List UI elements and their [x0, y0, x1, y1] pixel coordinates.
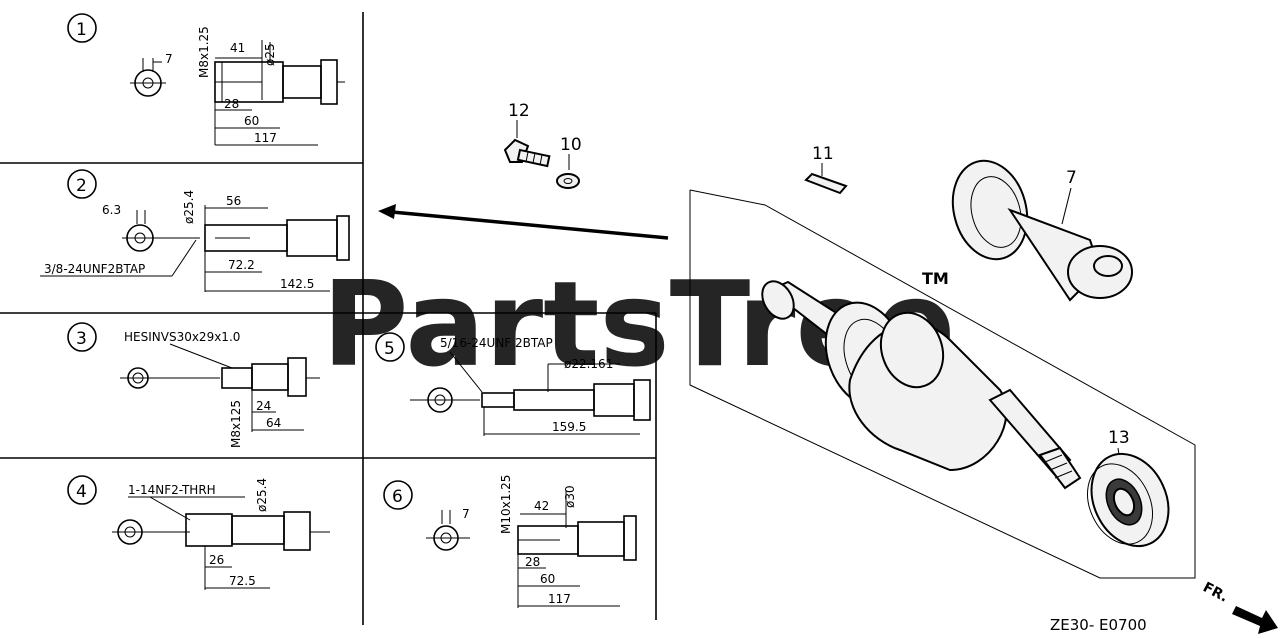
- variant-2: 2 6.3 56 ø25.4 72.2 142.5 3/8-24UNF2BTAP: [40, 169, 350, 292]
- variant-2-dim-56: 56: [226, 194, 241, 208]
- callout-11: 11: [812, 144, 834, 164]
- variant-4-dim-26: 26: [209, 553, 224, 567]
- variant-6-dim-28: 28: [525, 555, 540, 569]
- variant-2-dim-142-5: 142.5: [280, 277, 314, 291]
- variant-5-dim-dia22: ø22.161: [564, 357, 613, 371]
- callout-10: 10: [560, 135, 582, 155]
- variant-1: 1 7 M8x1.25 41 ø25 28 60 117: [67, 13, 345, 146]
- variant-6-number: 6: [392, 487, 403, 507]
- variant-4-number: 4: [76, 482, 87, 502]
- variant-1-number: 1: [76, 20, 87, 40]
- variant-4-dim-thread: 1-14NF2-THRH: [128, 483, 216, 497]
- variant-6-dim-42: 42: [534, 499, 549, 513]
- variant-3-dim-24: 24: [256, 399, 271, 413]
- variant-1-dim-dia25: ø25: [263, 43, 277, 66]
- variant-2-dim-6-3: 6.3: [102, 203, 121, 217]
- variant-3-number: 3: [76, 329, 87, 349]
- variant-4-dim-72-5: 72.5: [229, 574, 256, 588]
- callout-13: 13: [1108, 428, 1130, 448]
- part-10-washer[interactable]: 10: [556, 135, 582, 189]
- callout-12: 12: [508, 101, 530, 121]
- variant-3-dim-spline: HESINVS30x29x1.0: [124, 330, 240, 344]
- variant-6-dim-60: 60: [540, 572, 555, 586]
- diagram-code: ZE30- E0700: [1050, 616, 1147, 634]
- part-11-key[interactable]: 11: [804, 144, 848, 195]
- variant-3: 3 HESINVS30x29x1.0 M8x125 24 64: [67, 322, 320, 448]
- variant-1-dim-7: 7: [165, 52, 173, 66]
- variant-2-dim-dia25-4: ø25.4: [182, 190, 196, 224]
- variant-3-dim-64: 64: [266, 416, 281, 430]
- crankshaft-assembly-frame: [689, 189, 1196, 579]
- variant-1-dim-28: 28: [224, 97, 239, 111]
- variant-5-dim-thread: 5/16-24UNF 2BTAP: [440, 336, 553, 350]
- variant-6-dim-7: 7: [462, 507, 470, 521]
- reference-arrow: [378, 204, 669, 240]
- variant-6-dim-dia30: ø30: [563, 485, 577, 508]
- callout-7: 7: [1066, 168, 1077, 188]
- variant-4-dim-dia25-4: ø25.4: [255, 478, 269, 512]
- variant-6: 6 7 M10x1.25 42 ø30 28 60 117: [383, 475, 637, 608]
- variant-4: 4 1-14NF2-THRH ø25.4 26 72.5: [67, 475, 330, 590]
- front-indicator: FR.: [1200, 579, 1278, 634]
- variant-2-dim-thread: 3/8-24UNF2BTAP: [44, 262, 145, 276]
- variant-1-dim-60: 60: [244, 114, 259, 128]
- variant-2-number: 2: [76, 176, 87, 196]
- variant-1-dim-41: 41: [230, 41, 245, 55]
- variant-1-dim-117: 117: [254, 131, 277, 145]
- part-12-bolt[interactable]: 12: [503, 101, 551, 168]
- variant-6-dim-117: 117: [548, 592, 571, 606]
- part-13-bearing[interactable]: 13: [1075, 428, 1183, 559]
- variant-1-dim-m8: M8x1.25: [197, 26, 211, 78]
- variant-5-number: 5: [384, 339, 395, 359]
- front-label: FR.: [1200, 579, 1230, 605]
- variant-6-dim-m10: M10x1.25: [499, 475, 513, 534]
- variant-panel-grid: [0, 12, 657, 625]
- variant-5: 5 5/16-24UNF 2BTAP ø22.161 159.5: [375, 332, 651, 436]
- part-7-crankshaft[interactable]: 7: [756, 152, 1133, 490]
- variant-3-dim-m8: M8x125: [229, 400, 243, 448]
- variant-2-dim-72-2: 72.2: [228, 258, 255, 272]
- variant-5-dim-159-5: 159.5: [552, 420, 586, 434]
- watermark-tm: TM: [922, 269, 949, 288]
